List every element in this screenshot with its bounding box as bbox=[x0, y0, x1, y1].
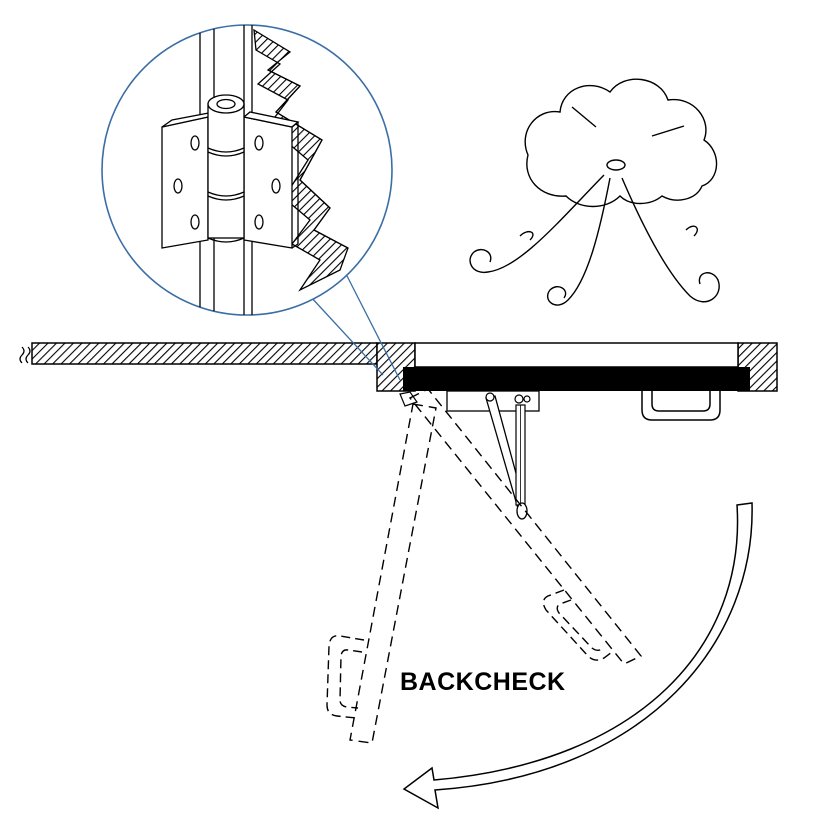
wall bbox=[19, 342, 378, 365]
hinge-icon bbox=[161, 94, 300, 249]
swing-arrow bbox=[402, 502, 753, 810]
hinge-detail-callout bbox=[101, 24, 393, 316]
door-opening bbox=[414, 342, 739, 368]
backcheck-label: BACKCHECK bbox=[400, 668, 566, 696]
callout-lines bbox=[309, 271, 401, 381]
closed-door bbox=[403, 367, 750, 391]
door-open-position-1 bbox=[349, 403, 437, 744]
door-pull-handle bbox=[641, 391, 721, 421]
hinge-pivot bbox=[399, 391, 418, 407]
closer-arm bbox=[485, 392, 528, 520]
door-open-position-2 bbox=[408, 388, 643, 665]
door-handle-open-1 bbox=[326, 635, 365, 719]
door-handle-open-2 bbox=[542, 589, 613, 661]
wind-cloud-icon bbox=[469, 78, 720, 306]
